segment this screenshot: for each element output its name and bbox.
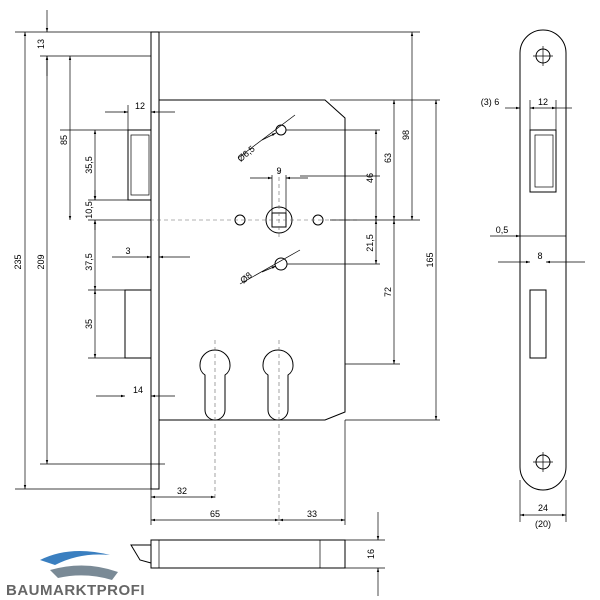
dim-side-8: 8 <box>537 251 542 261</box>
dim-side-12: 12 <box>538 97 548 107</box>
dim-8: Ø8 <box>238 270 254 285</box>
dim-65: 65 <box>210 509 220 519</box>
dim-37-5: 37,5 <box>84 253 94 271</box>
hole-dimensions: Ø6,5 9 Ø8 <box>235 114 308 285</box>
faceplate <box>150 31 160 490</box>
right-dimensions: 98 63 46 21,5 72 165 <box>159 31 440 421</box>
dim-side-3-6: (3) 6 <box>481 97 500 107</box>
dim-33: 33 <box>307 509 317 519</box>
faceplate-side-view: (3) 6 12 0,5 8 24 (20) <box>481 29 585 529</box>
dim-side-20: (20) <box>535 519 551 529</box>
lock-case <box>159 99 346 421</box>
cylinder-cutout-right <box>262 349 294 421</box>
dim-14: 14 <box>133 385 143 395</box>
dim-12-top: 12 <box>135 101 145 111</box>
dim-32: 32 <box>177 486 187 496</box>
hole-8 <box>274 257 288 271</box>
fixing-hole-6-5 <box>275 124 287 136</box>
dead-bolt <box>124 289 152 359</box>
dim-85: 85 <box>59 135 69 145</box>
logo-text: BAUMARKTPROFI <box>6 582 145 599</box>
dim-235: 235 <box>13 254 23 269</box>
dim-209: 209 <box>36 254 46 269</box>
dim-3: 3 <box>125 246 130 256</box>
logo-swoosh <box>40 551 110 565</box>
dim-13: 13 <box>36 39 46 49</box>
dim-side-0-5: 0,5 <box>496 225 509 235</box>
dim-72: 72 <box>383 287 393 297</box>
dim-35-5: 35,5 <box>84 156 94 174</box>
lock-top-view: 16 <box>130 512 385 596</box>
brand-logo: BAUMARKTPROFI <box>6 551 145 599</box>
latch-bolt <box>127 129 152 201</box>
left-dimensions: 235 13 209 85 35,5 10,5 37,5 35 12 3 <box>13 10 190 490</box>
cylinder-cutout-left <box>199 349 231 421</box>
dim-98: 98 <box>401 130 411 140</box>
bottom-dimensions: 32 65 33 <box>150 420 346 525</box>
dim-165: 165 <box>425 252 435 267</box>
dim-63: 63 <box>383 153 393 163</box>
dim-10-5: 10,5 <box>84 201 94 219</box>
dim-21-5: 21,5 <box>365 234 375 252</box>
dim-35: 35 <box>84 319 94 329</box>
faceplate-outline <box>519 29 567 491</box>
dim-46: 46 <box>365 173 375 183</box>
dim-9: 9 <box>276 166 281 176</box>
lock-front-view <box>124 31 360 525</box>
dim-16: 16 <box>366 549 376 559</box>
dim-side-24: 24 <box>538 503 548 513</box>
